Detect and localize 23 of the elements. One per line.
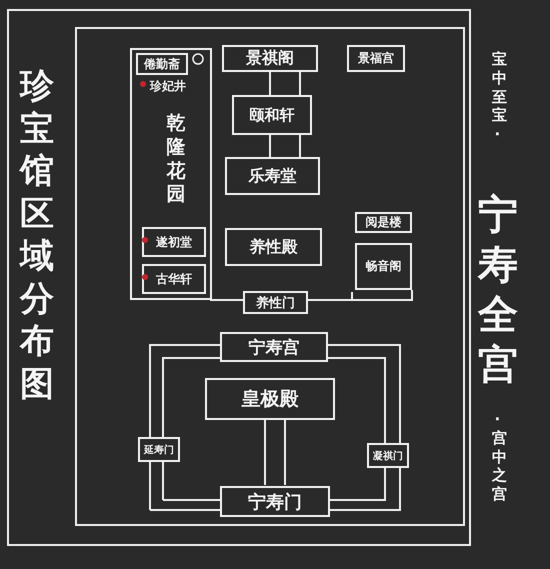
building-box: 遂初堂 [142,227,206,257]
title: 珍宝馆区域分布图 [20,65,56,405]
building-box: 景祺阁 [222,45,318,72]
building-box: 景福宫 [347,45,405,72]
building-box: 延寿门 [138,437,180,462]
building-box: 养性殿 [225,228,322,266]
well-label: 珍妃井 [140,77,196,95]
building-box: 皇极殿 [205,378,335,420]
building-box: 古华轩 [142,264,206,294]
building-box: 乐寿堂 [225,157,320,195]
building-box: 倦勤斋 [136,53,188,75]
building-box: 宁寿宫 [220,332,328,362]
slogan-text: 宁寿全宫 [478,191,520,390]
building-box: 阅是楼 [355,212,412,233]
garden-enclosure [130,48,212,300]
building-box: 养性门 [243,291,308,314]
area-name: 乾隆花园 [166,112,186,207]
building-box: 宁寿门 [220,486,330,517]
building-box: 颐和轩 [232,95,312,135]
building-box: 畅音阁 [355,243,412,290]
building-box: 凝祺门 [367,443,409,468]
slogan-text: 宝中至宝· [492,50,508,144]
slogan-text: ·宫中之宫 [492,410,508,504]
